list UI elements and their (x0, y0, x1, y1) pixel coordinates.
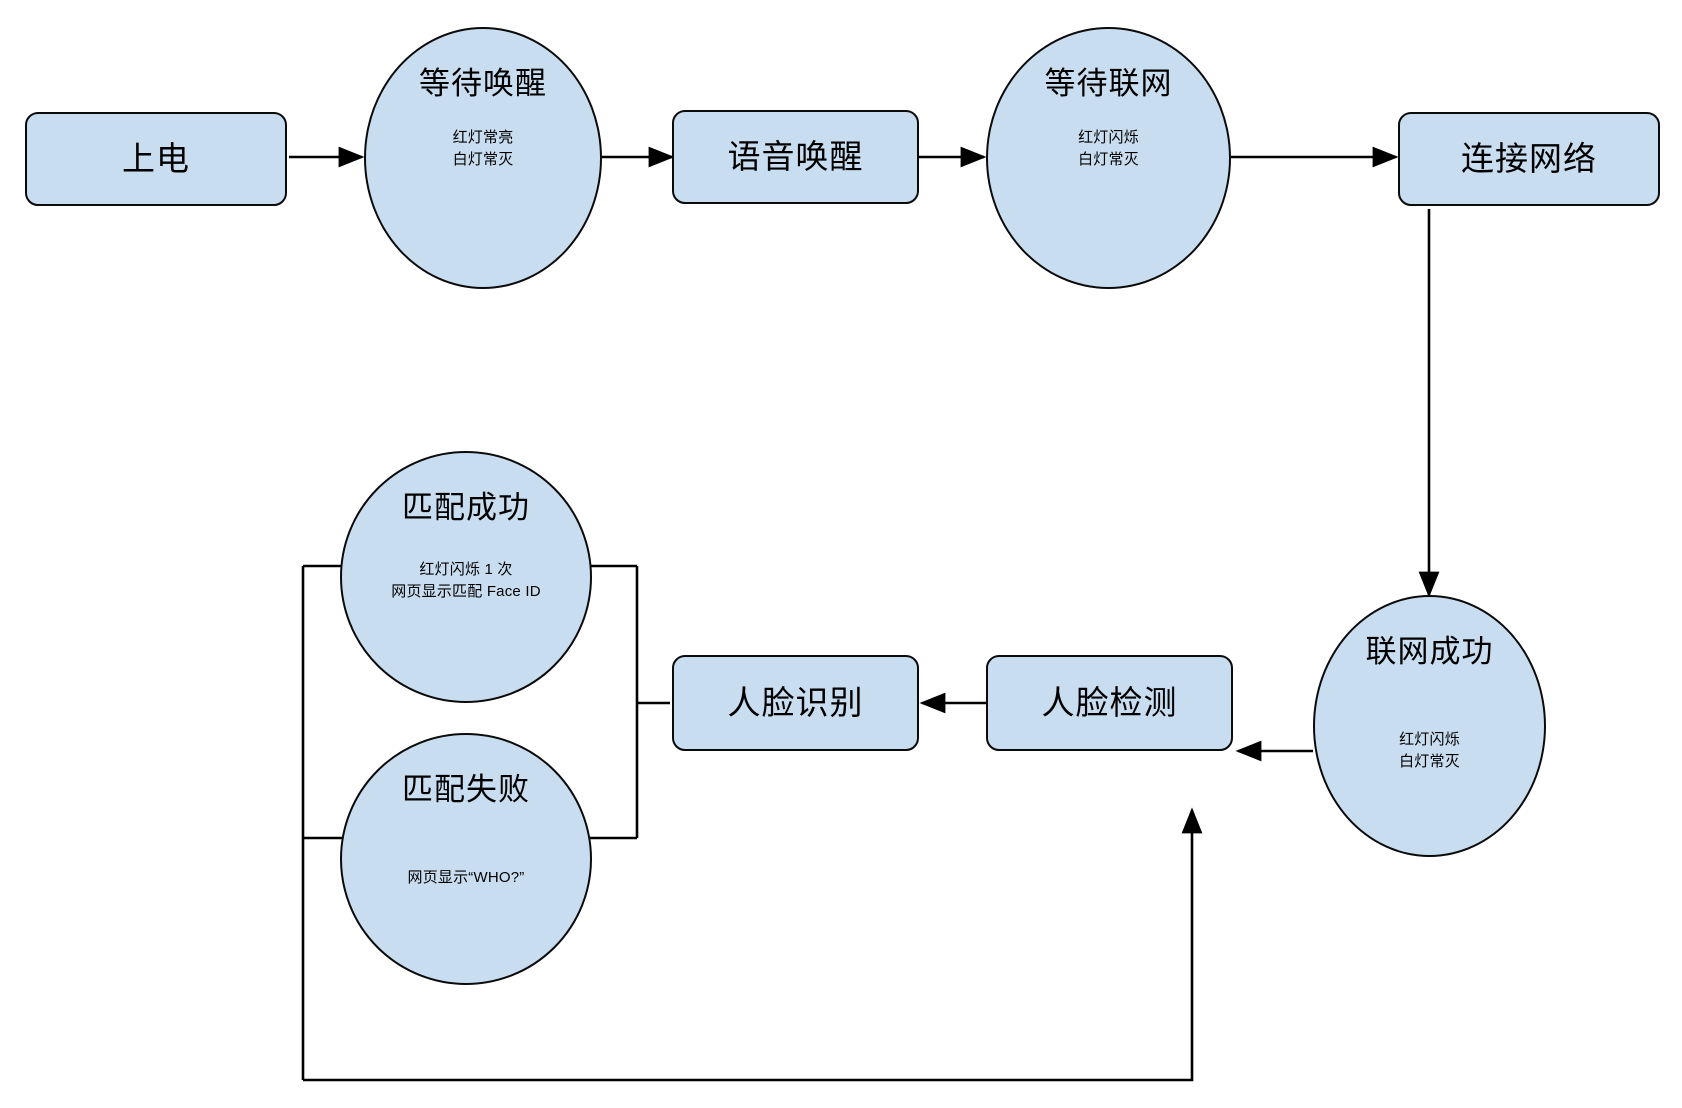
node-network-success-title: 联网成功 (1365, 634, 1494, 669)
node-network-success-detail: 红灯闪烁 白灯常灭 (1399, 731, 1460, 770)
node-match-success[interactable]: 匹配成功 红灯闪烁 1 次 网页显示匹配 Face ID (340, 451, 592, 703)
node-match-fail[interactable]: 匹配失败 网页显示“WHO?” (340, 733, 592, 985)
node-face-detect[interactable]: 人脸检测 (986, 655, 1233, 751)
node-match-fail-detail: 网页显示“WHO?” (407, 869, 525, 887)
node-face-detect-title: 人脸检测 (1041, 683, 1178, 721)
node-match-fail-title: 匹配失败 (402, 772, 530, 807)
node-wait-wake-title: 等待唤醒 (419, 66, 547, 101)
node-power-on-title: 上电 (122, 139, 190, 177)
node-voice-wake-title: 语音唤醒 (727, 137, 864, 175)
node-connect-network[interactable]: 连接网络 (1398, 112, 1660, 206)
node-voice-wake[interactable]: 语音唤醒 (672, 110, 919, 204)
node-wait-network-detail: 红灯闪烁 白灯常灭 (1078, 129, 1139, 168)
node-wait-network[interactable]: 等待联网 红灯闪烁 白灯常灭 (986, 27, 1231, 289)
node-match-success-detail: 红灯闪烁 1 次 网页显示匹配 Face ID (391, 561, 541, 600)
node-wait-wake-detail: 红灯常亮 白灯常灭 (452, 129, 514, 168)
node-face-recognize-title: 人脸识别 (727, 683, 864, 721)
node-power-on[interactable]: 上电 (25, 112, 287, 206)
node-wait-wake[interactable]: 等待唤醒 红灯常亮 白灯常灭 (364, 27, 602, 289)
node-face-recognize[interactable]: 人脸识别 (672, 655, 919, 751)
node-network-success[interactable]: 联网成功 红灯闪烁 白灯常灭 (1313, 595, 1546, 857)
node-wait-network-title: 等待联网 (1044, 66, 1173, 101)
node-connect-network-title: 连接网络 (1461, 139, 1597, 177)
node-match-success-title: 匹配成功 (402, 490, 530, 525)
